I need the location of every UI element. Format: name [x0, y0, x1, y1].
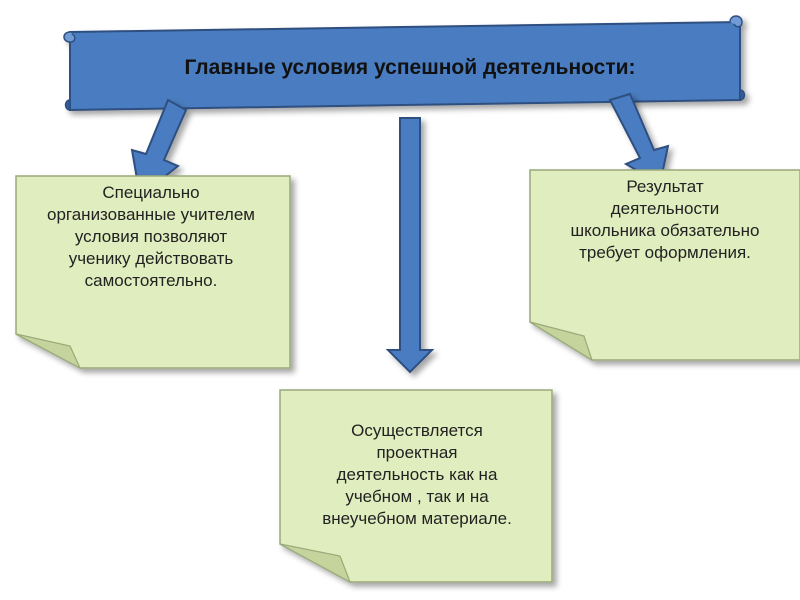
- arrow-right: [608, 92, 670, 186]
- note-right: [529, 169, 800, 362]
- banner-title: Главные условия успешной деятельности:: [184, 56, 636, 79]
- note-left: [15, 175, 291, 370]
- note-left-curl: [15, 333, 82, 370]
- banner-bottom-right-roll: [739, 89, 746, 101]
- note-left-text: Специально организованные учителем услов…: [46, 183, 255, 290]
- note-center-curl: [279, 543, 352, 584]
- banner-bottom-left-roll: [64, 99, 71, 111]
- banner-left-curl: [63, 31, 76, 43]
- note-right-text: Результат деятельности школьника обязате…: [570, 177, 760, 262]
- arrow-center: [385, 117, 435, 374]
- title-scroll-banner: [63, 15, 746, 112]
- note-center-text: Осуществляется проектная деятельность ка…: [322, 421, 512, 528]
- note-right-curl: [529, 321, 594, 362]
- banner-right-curl: [729, 15, 743, 28]
- note-center: [279, 389, 553, 584]
